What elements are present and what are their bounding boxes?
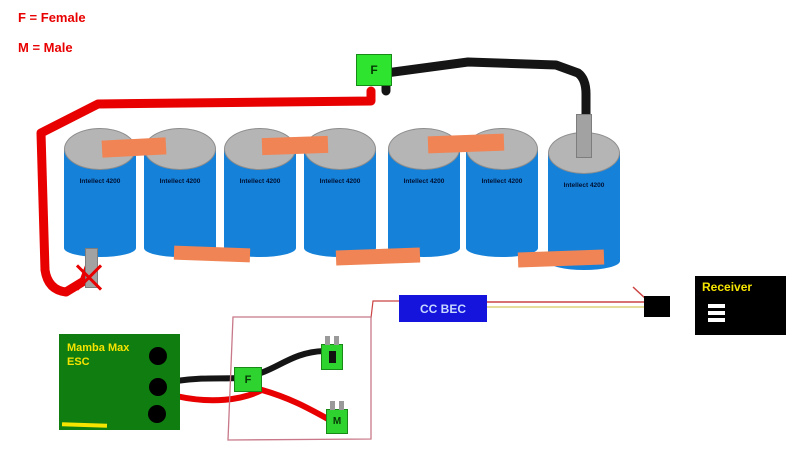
battery-male-connector-upper	[321, 336, 343, 370]
x-mark	[72, 261, 106, 295]
connector-pin	[325, 336, 330, 345]
wire-joint	[329, 351, 336, 363]
solder-strap-top	[427, 133, 505, 154]
connector-pin	[334, 336, 339, 345]
solder-strap-bottom	[517, 249, 605, 268]
connector-pin	[339, 401, 344, 410]
legend-male: M = Male	[18, 40, 73, 55]
solder-strap-bottom	[173, 245, 251, 263]
solder-strap-top	[101, 137, 167, 158]
esc: Mamba Max ESC	[59, 334, 180, 430]
esc-capacitor	[149, 347, 167, 365]
receiver-port	[708, 304, 725, 308]
black-wire-to-male	[255, 348, 327, 377]
cc-bec: CC BEC	[399, 295, 487, 322]
receiver-label: Receiver	[702, 280, 753, 294]
battery-label: Intellect 4200	[319, 178, 361, 185]
battery-label: Intellect 4200	[159, 178, 201, 185]
solder-strap-bottom	[335, 247, 421, 266]
esc-type: ESC	[67, 355, 90, 368]
receiver-port	[708, 318, 725, 322]
receiver: Receiver	[695, 276, 786, 335]
battery-label: Intellect 4200	[239, 178, 281, 185]
battery-label: Intellect 4200	[481, 178, 523, 185]
pack-female-connector: F	[356, 54, 392, 86]
esc-red-wire	[173, 386, 331, 422]
connector-label: M	[332, 416, 342, 427]
bec-input-wire	[370, 300, 400, 319]
esc-female-connector: F	[234, 367, 262, 392]
esc-capacitor	[149, 378, 167, 396]
battery-label: Intellect 4200	[79, 178, 121, 185]
battery-label: Intellect 4200	[403, 178, 445, 185]
connector-pin	[330, 401, 335, 410]
esc-name: Mamba Max	[67, 342, 130, 354]
solder-strap-top	[261, 135, 329, 156]
bec-label: CC BEC	[419, 301, 466, 316]
battery-label: Intellect 4200	[563, 182, 605, 189]
esc-black-wire	[173, 375, 243, 384]
connector-label: F	[370, 63, 378, 77]
receiver-port	[708, 311, 725, 315]
legend-female: F = Female	[18, 10, 86, 25]
esc-capacitor	[148, 405, 166, 423]
positive-terminal-tab	[576, 114, 592, 158]
connector-label: F	[244, 373, 252, 386]
battery-cell-5: Intellect 4200	[388, 128, 460, 260]
battery-male-connector-lower: M	[326, 401, 348, 434]
servo-plug	[644, 296, 670, 317]
esc-solder-pad	[61, 422, 108, 428]
